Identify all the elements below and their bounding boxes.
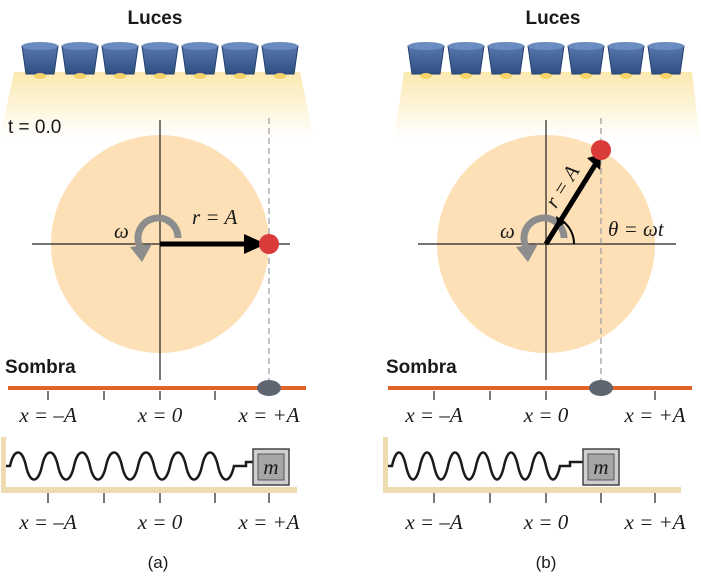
- time-label: t = 0.0: [8, 117, 61, 138]
- shadow-spot: [589, 380, 613, 396]
- radius-arrowhead: [244, 234, 266, 254]
- lamp-icon: [261, 42, 299, 79]
- lamp-icon: [141, 42, 179, 79]
- mass-label: m: [263, 455, 278, 479]
- spring-tick-label: x = +A: [624, 510, 686, 534]
- wall: [383, 437, 388, 493]
- lamp-icon: [647, 42, 685, 79]
- revolving-ball: [259, 234, 279, 254]
- shadow-tick-label: x = +A: [624, 403, 686, 427]
- lamp-icon: [181, 42, 219, 79]
- floor: [1, 487, 297, 493]
- radius-arrow: [543, 163, 598, 246]
- rotation-arrow-icon: [134, 214, 182, 253]
- lights-title: Luces: [526, 8, 581, 29]
- shadow-ticks: [433, 391, 656, 400]
- panel-caption: (b): [536, 553, 557, 572]
- lamp-icon: [221, 42, 259, 79]
- shadow-label: Sombra: [5, 357, 76, 378]
- wall: [1, 437, 6, 493]
- spring-tick-label: x = 0: [137, 510, 183, 534]
- spring-tick-label: x = –A: [404, 510, 462, 534]
- shadow-tick-label: x = –A: [18, 403, 76, 427]
- lamp-icon: [407, 42, 445, 79]
- panel-caption: (a): [148, 553, 169, 572]
- radius-label: r = A: [192, 205, 237, 229]
- spring-ticks: [47, 493, 270, 503]
- mass-label: m: [593, 455, 608, 479]
- shadow-tick-label: x = 0: [137, 403, 183, 427]
- rotation-arrowhead: [516, 244, 538, 262]
- light-beam: [0, 72, 314, 138]
- rotation-arrow-icon: [520, 214, 568, 253]
- mass-block-icon: m: [582, 448, 620, 486]
- lamp-icon: [21, 42, 59, 79]
- shadow-ticks: [47, 391, 216, 400]
- mass-block-icon: m: [252, 448, 290, 486]
- lamp-row: [21, 42, 299, 79]
- lamp-icon: [567, 42, 605, 79]
- omega-label: ω: [114, 219, 129, 243]
- revolving-ball: [591, 140, 611, 160]
- panel-a: Luces: [0, 8, 314, 572]
- lamp-icon: [527, 42, 565, 79]
- shadow-tick-label: x = –A: [404, 403, 462, 427]
- shadow-label: Sombra: [386, 357, 457, 378]
- spring-tick-label: x = –A: [18, 510, 76, 534]
- lamp-icon: [101, 42, 139, 79]
- panel-b: Luces: [383, 8, 700, 572]
- shadow-spot: [257, 380, 281, 396]
- shadow-tick-label: x = +A: [238, 403, 300, 427]
- spring-icon: [388, 451, 584, 481]
- lamp-icon: [447, 42, 485, 79]
- angle-label: θ = ωt: [608, 217, 665, 241]
- floor: [383, 487, 681, 493]
- spring-icon: [6, 451, 258, 481]
- omega-label: ω: [500, 219, 515, 243]
- spring-ticks: [433, 493, 656, 503]
- rotation-arrowhead: [130, 244, 152, 262]
- light-beam: [394, 72, 700, 138]
- shadow-tick-label: x = 0: [523, 403, 569, 427]
- lamp-icon: [607, 42, 645, 79]
- spring-tick-label: x = +A: [238, 510, 300, 534]
- lamp-icon: [487, 42, 525, 79]
- lamp-row: [407, 42, 685, 79]
- lamp-icon: [61, 42, 99, 79]
- lights-title: Luces: [128, 8, 183, 29]
- spring-tick-label: x = 0: [523, 510, 569, 534]
